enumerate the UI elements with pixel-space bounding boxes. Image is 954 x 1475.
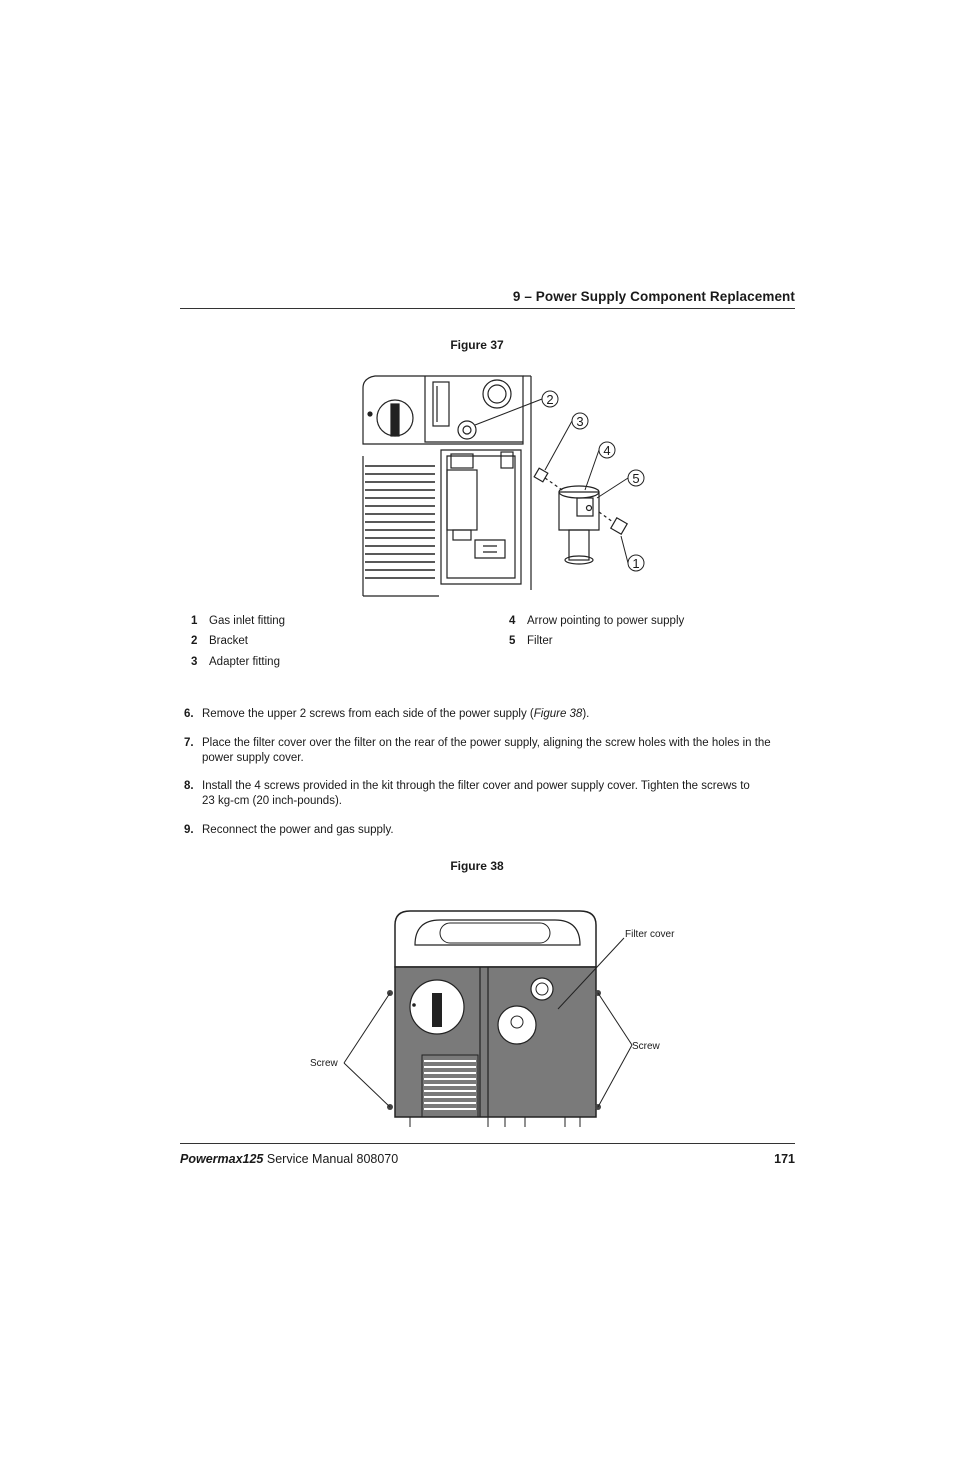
- callout-1-label: 1: [632, 556, 639, 571]
- legend-num: 1: [191, 615, 198, 627]
- step-6: 6. Remove the upper 2 screws from each s…: [184, 707, 784, 722]
- callout-2-label: 2: [546, 392, 553, 407]
- step-text: Place the filter cover over the filter o…: [202, 737, 771, 764]
- legend-item: 3 Adapter fitting: [191, 656, 280, 668]
- step-7: 7. Place the filter cover over the filte…: [184, 736, 784, 766]
- legend-num: 4: [509, 615, 516, 627]
- figure-38-caption-text: Figure 38: [450, 859, 504, 873]
- legend-item: 4 Arrow pointing to power supply: [509, 615, 684, 627]
- screw-label-left: Screw: [310, 1058, 339, 1069]
- page-number: 171: [774, 1152, 795, 1166]
- step-text: Reconnect the power and gas supply.: [202, 824, 394, 836]
- callout-1: [627, 554, 645, 572]
- legend-num: 5: [509, 635, 516, 647]
- connector: [482, 379, 512, 409]
- gas-inlet-fitting: [609, 516, 629, 536]
- rear-panel-outline: [362, 375, 524, 445]
- step-number: 7.: [184, 737, 194, 749]
- legend-num: 2: [191, 635, 198, 647]
- figure-38-caption: Figure 38: [0, 859, 954, 873]
- step-text-part: Remove the upper 2 screws from each side…: [202, 708, 534, 720]
- step-number: 9.: [184, 824, 194, 836]
- callout-3: [571, 412, 589, 430]
- screw-label-right: Screw: [632, 1041, 661, 1052]
- filter-recess: [440, 449, 522, 585]
- legend-item: 5 Filter: [509, 635, 553, 647]
- callout-4-label: 4: [603, 443, 610, 458]
- filter-cover-fitting: [497, 1005, 537, 1045]
- figure-37-illustration: 2 3 4 5 1: [362, 375, 645, 597]
- adapter-fitting: [533, 467, 549, 483]
- legend-label: Filter: [527, 635, 553, 647]
- callout-2: [541, 390, 559, 408]
- callout-3-label: 3: [576, 414, 583, 429]
- filter-body: [558, 491, 600, 531]
- legend-item: 2 Bracket: [191, 635, 248, 647]
- callout-5: [627, 469, 645, 487]
- step-text-part: ).: [582, 708, 590, 720]
- figure-37-caption-text: Figure 37: [450, 338, 504, 352]
- figure-38-illustration: Filter cover Screw Screw: [310, 910, 675, 1127]
- section-header-title: 9 – Power Supply Component Replacement: [512, 289, 795, 304]
- figure-37-caption: Figure 37: [0, 338, 954, 352]
- vent-slats: [365, 465, 435, 579]
- step-9: 9. Reconnect the power and gas supply.: [184, 823, 784, 838]
- step-8: 8. Install the 4 screws provided in the …: [184, 779, 764, 809]
- step-number: 8.: [184, 780, 194, 792]
- step-text: Remove the upper 2 screws from each side…: [202, 707, 784, 722]
- legend-label: Adapter fitting: [209, 656, 280, 668]
- bracket-fitting: [457, 420, 477, 440]
- legend-label: Arrow pointing to power supply: [527, 615, 685, 627]
- header-divider: [180, 308, 795, 309]
- legend-label: Bracket: [209, 635, 248, 647]
- legend-label: Gas inlet fitting: [209, 615, 286, 627]
- legend-num: 3: [191, 656, 198, 668]
- callout-5-label: 5: [632, 471, 639, 486]
- footer-manual-name: Service Manual 808070: [266, 1152, 399, 1166]
- connector: [530, 977, 554, 1001]
- step-text: Install the 4 screws provided in the kit…: [202, 780, 750, 807]
- figure-reference-link[interactable]: Figure 38: [533, 708, 583, 720]
- vent-slats: [424, 1060, 476, 1110]
- step-number: 6.: [184, 708, 194, 720]
- footer-product-name: Powermax125: [180, 1152, 264, 1166]
- callout-4: [598, 441, 616, 459]
- legend-item: 1 Gas inlet fitting: [191, 615, 285, 627]
- filter-cover-label: Filter cover: [625, 929, 675, 940]
- footer-document-info: Powermax125 Service Manual 808070: [180, 1152, 398, 1166]
- footer-divider: [180, 1143, 795, 1144]
